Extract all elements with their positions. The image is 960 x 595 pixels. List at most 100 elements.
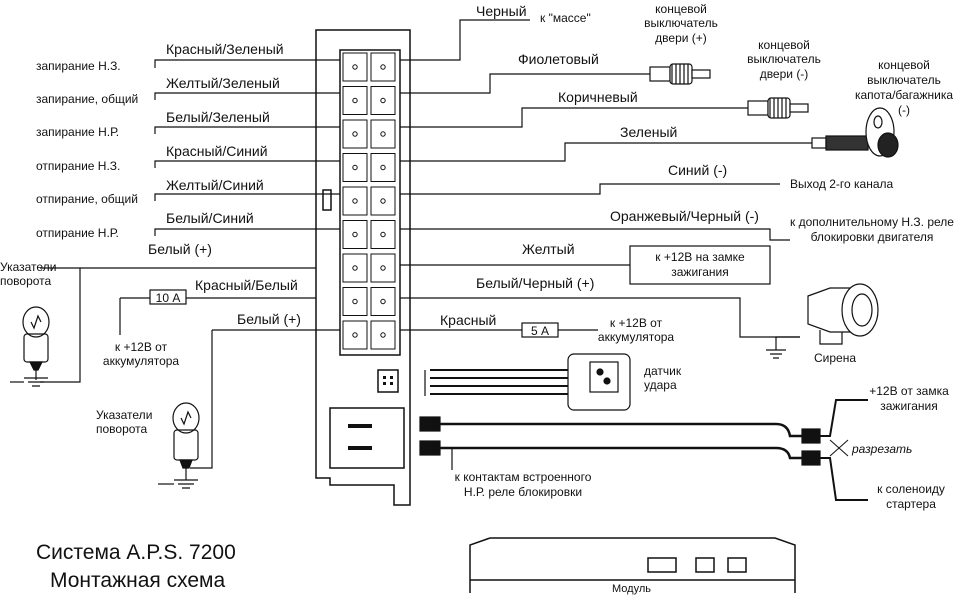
label-yellow-blue: Желтый/Синий: [166, 177, 264, 193]
label-brown: Коричневый: [558, 89, 638, 105]
connector-pin-hole: [380, 298, 386, 305]
wire-green: [400, 142, 812, 162]
connector-pin: [370, 119, 396, 149]
label-battery-plus-right: к +12В от аккумулятора: [597, 316, 675, 345]
wire-yellow-blue: [154, 193, 340, 201]
label-ignition-plus: к +12В на замке зажигания: [655, 250, 745, 279]
connector-pins: [342, 52, 396, 350]
connector-pin-hole: [380, 265, 386, 271]
connector-pin-hole: [380, 64, 386, 70]
label-door-switch-minus: концевой выключатель двери (-): [747, 38, 821, 81]
wire-white-plus-1: [40, 267, 81, 383]
connector-pin: [370, 253, 396, 283]
label-fuse-10a: 10 А: [155, 291, 181, 305]
label-yellow-green: Желтый/Зеленый: [166, 75, 280, 91]
connector-pin: [342, 186, 368, 216]
label-white-green: Белый/Зеленый: [166, 109, 270, 125]
label-battery-plus-left: к +12В от аккумулятора: [102, 340, 180, 369]
label-green: Зеленый: [620, 124, 678, 140]
connector-pin: [342, 119, 368, 149]
label-lock-nc: запирание Н.З.: [36, 59, 121, 73]
label-white-blue: Белый/Синий: [166, 210, 254, 226]
wire-yellow-green: [154, 92, 340, 100]
wire-red-green: [154, 59, 340, 68]
label-white-plus-1: Белый (+): [148, 241, 212, 257]
wire-white-black: [400, 297, 800, 338]
hood-switch-icon: [811, 107, 899, 158]
connector-pin-hole: [352, 64, 358, 70]
connector-block: [339, 49, 401, 356]
wire-red-blue: [154, 160, 340, 168]
label-turn-signals-1: Указатели поворота: [0, 260, 57, 289]
label-violet: Фиолетовый: [518, 51, 599, 67]
slot-2: [348, 446, 372, 450]
label-red-white: Красный/Белый: [195, 277, 298, 293]
label-orange-black: Оранжевый/Черный (-): [610, 208, 759, 224]
wire-blue: [400, 183, 780, 195]
fuse-10a-box: [149, 289, 187, 305]
label-blue-minus: Синий (-): [668, 162, 728, 178]
label-hood-switch: концевой выключатель капота/багажника (-…: [854, 58, 954, 117]
module-icon: [469, 537, 796, 593]
label-yellow: Желтый: [522, 241, 575, 257]
wire-orange-black: [400, 228, 790, 241]
connector-pin: [370, 86, 396, 115]
side-tab: [322, 189, 332, 211]
label-white-plus-2: Белый (+): [237, 311, 301, 327]
door-switch-minus-icon: [747, 97, 809, 119]
connector-pin: [370, 320, 396, 350]
label-to-ground: к "массе": [540, 11, 591, 25]
connector-pin-hole: [380, 131, 386, 137]
title-line-1: Система A.P.S. 7200: [36, 541, 236, 564]
connector-pin: [370, 52, 396, 82]
connector-pin-hole: [380, 332, 386, 338]
wire-violet: [400, 73, 650, 94]
label-unlock-no: отпирание Н.Р.: [36, 226, 119, 240]
connector-pin-hole: [352, 131, 358, 137]
shock-sensor-icon: [424, 353, 631, 411]
label-unlock-common: отпирание, общий: [36, 192, 138, 206]
label-door-switch-plus: концевой выключатель двери (+): [644, 2, 718, 45]
label-siren: Сирена: [814, 351, 857, 365]
connector-pin: [342, 153, 368, 182]
label-lock-no: запирание Н.Р.: [36, 125, 120, 139]
label-white-black: Белый/Черный (+): [476, 275, 595, 291]
connector-pin: [370, 186, 396, 216]
label-relay-nc: к дополнительному Н.З. реле блокировки д…: [790, 215, 954, 244]
connector-pin-hole: [352, 265, 358, 271]
label-lock-common: запирание, общий: [36, 92, 139, 106]
connector-pin-hole: [352, 164, 358, 171]
connector-pin: [370, 220, 396, 249]
label-shock-sensor: датчик удара: [644, 364, 682, 393]
label-ignition-from-lock: +12В от замка зажигания: [869, 384, 949, 413]
connector-pin: [370, 153, 396, 182]
label-unlock-nc: отпирание Н.З.: [36, 159, 121, 173]
wire-white-green: [154, 126, 340, 134]
slot-frame: [329, 407, 405, 469]
siren-icon: [766, 283, 879, 359]
bulb-1-icon: [10, 306, 50, 387]
fuse-5a-box: [521, 322, 559, 338]
connector-pin-hole: [352, 231, 358, 238]
label-channel2: Выход 2-го канала: [790, 177, 894, 191]
door-switch-plus-icon: [649, 63, 711, 85]
label-starter-solenoid: к соленоиду стартера: [877, 482, 945, 511]
connector-pin-hole: [380, 198, 386, 204]
ignition-box: [629, 245, 771, 285]
label-red-blue: Красный/Синий: [166, 143, 268, 159]
connector-pin-hole: [352, 198, 358, 204]
connector-pin: [342, 320, 368, 350]
label-fuse-5a: 5 А: [530, 324, 549, 338]
module-label: Модуль: [612, 583, 651, 595]
title-line-2: Монтажная схема: [50, 569, 226, 592]
connector-pin-hole: [380, 164, 386, 171]
label-red-green: Красный/Зеленый: [166, 41, 284, 57]
connector-pin: [342, 220, 368, 249]
wire-brown: [400, 107, 748, 128]
connector-pin: [370, 287, 396, 316]
bulb-2-icon: [158, 402, 200, 489]
connector-pin: [342, 253, 368, 283]
label-turn-signals-2: Указатели поворота: [96, 408, 153, 437]
control-unit-body: [315, 29, 411, 506]
